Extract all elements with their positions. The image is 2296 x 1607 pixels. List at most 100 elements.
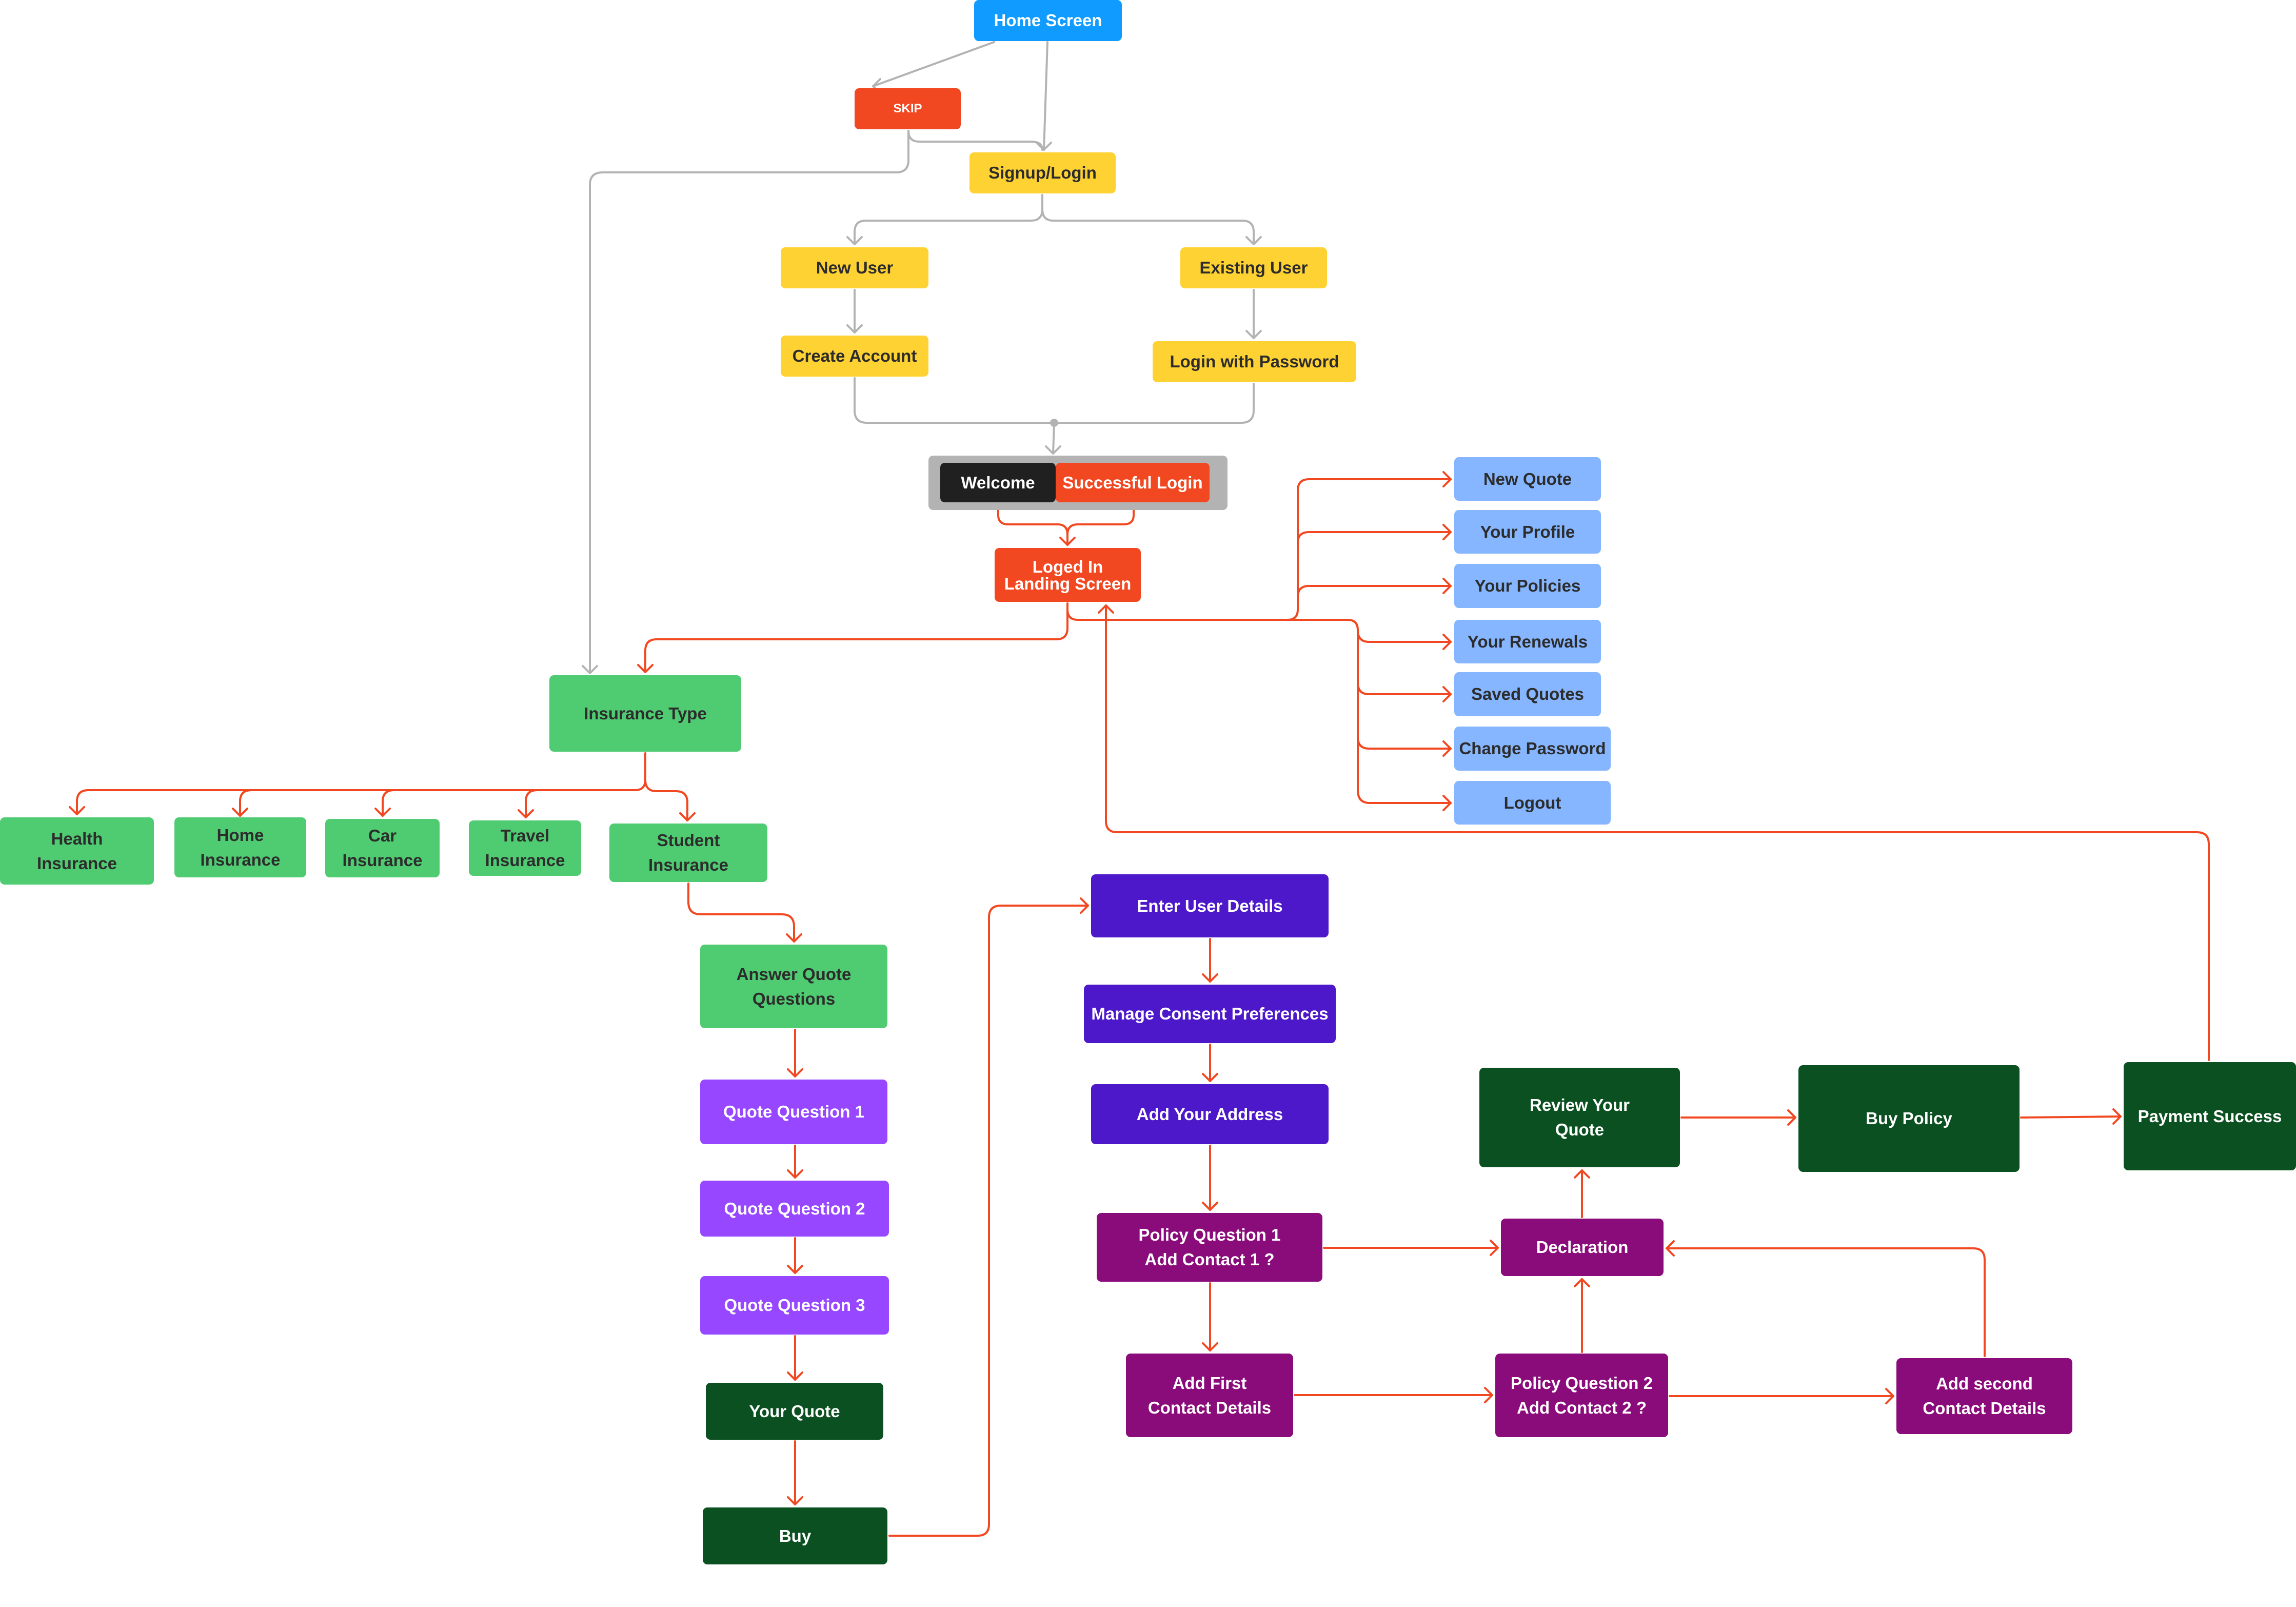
- edge-signup-to-new-user-arrowhead: [846, 236, 863, 245]
- edge-skip-to-signup: [907, 130, 1043, 151]
- edge-signup-to-new-user: [854, 194, 1043, 245]
- edge-add-first-to-pq2-arrowhead: [1484, 1387, 1493, 1403]
- edge-landing-to-your-policies: [1297, 585, 1452, 598]
- edge-type-to-home-arrowhead: [232, 808, 248, 817]
- edge-landing-to-change-password-arrowhead: [1442, 740, 1452, 757]
- node-review-your-quote[interactable]: Review Your Quote: [1479, 1068, 1680, 1167]
- edge-qq1-to-qq2-arrowhead: [787, 1169, 803, 1179]
- node-payment-success[interactable]: Payment Success: [2124, 1062, 2296, 1170]
- edge-landing-to-your-profile-arrowhead: [1442, 524, 1452, 540]
- node-home-screen[interactable]: Home Screen: [974, 0, 1122, 41]
- edge-signup-to-existing-user-arrowhead: [1245, 236, 1262, 245]
- node-add-your-address[interactable]: Add Your Address: [1091, 1084, 1329, 1144]
- node-health-insurance[interactable]: Health Insurance: [0, 817, 154, 885]
- node-existing-user[interactable]: Existing User: [1180, 247, 1327, 288]
- node-quote-question-3[interactable]: Quote Question 3: [700, 1276, 889, 1335]
- edge-landing-to-your-renewals-arrowhead: [1442, 634, 1452, 650]
- node-new-quote[interactable]: New Quote: [1454, 457, 1601, 501]
- node-add-second-contact-details[interactable]: Add second Contact Details: [1896, 1358, 2072, 1434]
- edge-answer-to-qq1-arrowhead: [787, 1068, 803, 1077]
- node-buy-policy[interactable]: Buy Policy: [1798, 1065, 2020, 1172]
- edge-landing-to-your-renewals: [1357, 630, 1452, 643]
- node-logout[interactable]: Logout: [1454, 781, 1611, 825]
- edge-qq2-to-qq3-arrowhead: [787, 1265, 803, 1274]
- node-add-first-contact-details[interactable]: Add First Contact Details: [1126, 1354, 1293, 1437]
- node-manage-consent-preferences[interactable]: Manage Consent Preferences: [1084, 985, 1336, 1043]
- node-change-password[interactable]: Change Password: [1454, 727, 1611, 771]
- edge-new-user-to-create-account-arrowhead: [846, 324, 863, 334]
- node-welcome[interactable]: Welcome: [940, 463, 1056, 502]
- edge-qq3-to-your-quote-arrowhead: [787, 1371, 803, 1381]
- node-buy[interactable]: Buy: [703, 1507, 887, 1564]
- edge-details-to-consent-arrowhead: [1202, 973, 1218, 983]
- edge-buy-policy-to-payment: [2020, 1115, 2122, 1119]
- edge-buy-to-user-details-arrowhead: [1080, 897, 1089, 914]
- node-travel-insurance[interactable]: Travel Insurance: [469, 820, 581, 876]
- edge-add-second-to-declaration: [1666, 1247, 1986, 1357]
- edge-pq1-to-add-first-arrowhead: [1202, 1342, 1218, 1351]
- edge-welcome-to-landing: [997, 503, 1068, 546]
- node-car-insurance[interactable]: Car Insurance: [325, 819, 440, 877]
- edge-type-to-travel: [525, 789, 538, 818]
- edge-signup-to-existing-user: [1041, 208, 1255, 245]
- edge-skip-to-insurance-type: [589, 130, 909, 673]
- edge-auth-merge: [854, 377, 1255, 424]
- edge-auth-to-login-status-arrowhead: [1045, 445, 1061, 455]
- edge-review-to-buy-policy-arrowhead: [1787, 1109, 1796, 1126]
- node-declaration[interactable]: Declaration: [1501, 1219, 1664, 1276]
- node-policy-question-2[interactable]: Policy Question 2 Add Contact 2 ?: [1495, 1354, 1668, 1437]
- edge-landing-to-saved-quotes-arrowhead: [1442, 686, 1452, 702]
- junction-dot: [1050, 419, 1058, 427]
- node-insurance-type[interactable]: Insurance Type: [549, 675, 741, 752]
- edge-address-to-pq1-arrowhead: [1202, 1202, 1218, 1211]
- node-policy-question-1[interactable]: Policy Question 1 Add Contact 1 ?: [1097, 1213, 1322, 1282]
- edge-add-second-to-declaration-arrowhead: [1666, 1240, 1675, 1257]
- node-saved-quotes[interactable]: Saved Quotes: [1454, 672, 1601, 716]
- node-student-insurance[interactable]: Student Insurance: [609, 824, 767, 882]
- edge-skip-to-insurance-type-arrowhead: [582, 665, 598, 674]
- edge-landing-to-change-password: [1357, 736, 1452, 750]
- node-enter-user-details[interactable]: Enter User Details: [1091, 874, 1329, 937]
- node-create-account[interactable]: Create Account: [781, 336, 928, 377]
- edge-consent-to-address-arrowhead: [1202, 1073, 1218, 1082]
- edge-home-to-signup-arrowhead: [1036, 142, 1052, 151]
- edge-existing-user-to-login-arrowhead: [1245, 330, 1262, 339]
- node-landing-screen[interactable]: Loged In Landing Screen: [995, 548, 1141, 602]
- edge-landing-to-saved-quotes: [1357, 682, 1452, 695]
- edge-landing-to-logout: [1286, 619, 1452, 804]
- edge-pq1-to-declaration-arrowhead: [1490, 1240, 1499, 1256]
- edge-to-landing-arrowhead: [1059, 537, 1076, 546]
- node-login-with-password[interactable]: Login with Password: [1153, 341, 1356, 382]
- edge-type-to-home: [239, 789, 252, 817]
- edge-type-to-car-arrowhead: [374, 808, 391, 817]
- edge-declaration-to-review-arrowhead: [1574, 1169, 1590, 1179]
- node-your-profile[interactable]: Your Profile: [1454, 510, 1601, 554]
- edge-your-quote-to-buy-arrowhead: [787, 1496, 803, 1505]
- edge-landing-to-your-profile: [1297, 531, 1452, 544]
- node-your-quote[interactable]: Your Quote: [706, 1383, 883, 1440]
- edge-student-to-answer: [687, 883, 795, 943]
- node-your-policies[interactable]: Your Policies: [1454, 564, 1601, 608]
- node-skip[interactable]: SKIP: [855, 88, 961, 129]
- edge-type-to-travel-arrowhead: [518, 809, 534, 818]
- edge-landing-to-logout-arrowhead: [1442, 795, 1452, 811]
- edge-landing-to-new-quote-arrowhead: [1442, 471, 1452, 487]
- node-answer-quote-questions[interactable]: Answer Quote Questions: [700, 945, 887, 1028]
- edge-type-to-health: [76, 752, 646, 815]
- edge-payment-to-landing-arrowhead: [1098, 604, 1114, 614]
- node-successful-login[interactable]: Successful Login: [1056, 463, 1210, 502]
- node-your-renewals[interactable]: Your Renewals: [1454, 620, 1601, 663]
- edge-home-to-skip: [872, 41, 995, 87]
- edge-student-to-answer-arrowhead: [786, 933, 802, 943]
- node-home-insurance[interactable]: Home Insurance: [174, 817, 306, 877]
- edge-type-to-health-arrowhead: [69, 806, 85, 815]
- node-quote-question-1[interactable]: Quote Question 1: [700, 1080, 887, 1144]
- edge-landing-to-insurance-type: [644, 602, 1068, 673]
- edge-buy-policy-to-payment-arrowhead: [2112, 1108, 2122, 1125]
- edge-pq2-to-add-second-arrowhead: [1885, 1388, 1894, 1404]
- node-new-user[interactable]: New User: [781, 247, 928, 288]
- node-signup-login[interactable]: Signup/Login: [969, 152, 1116, 193]
- edge-landing-to-insurance-type-arrowhead: [637, 664, 654, 673]
- node-quote-question-2[interactable]: Quote Question 2: [700, 1181, 889, 1237]
